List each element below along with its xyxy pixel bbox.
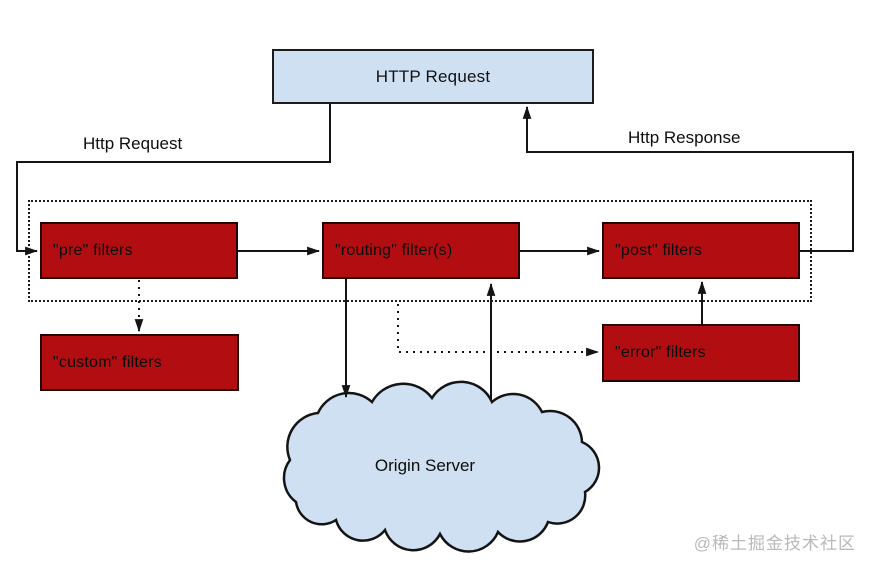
filter-chain-boundary [28, 200, 812, 302]
origin-server-label: Origin Server [374, 456, 476, 475]
http-request-box-label: HTTP Request [375, 66, 491, 86]
routing-filters-label: "routing" filter(s) [335, 241, 453, 259]
watermark-text: @稀土掘金技术社区 [693, 534, 856, 553]
routing-filters-box: "routing" filter(s) [322, 222, 520, 279]
connector-http-response [522, 105, 854, 252]
custom-filters-label: "custom" filters [53, 353, 162, 371]
custom-filters-box: "custom" filters [40, 334, 239, 391]
error-filters-label: "error" filters [615, 344, 706, 361]
connector-http-request [16, 104, 331, 256]
http-request-box: HTTP Request [272, 49, 594, 104]
post-filters-box: "post" filters [602, 222, 800, 279]
pre-filters-label: "pre" filters [53, 241, 133, 259]
origin-server-cloud [282, 380, 601, 553]
http-response-edge-label: Http Response [628, 128, 741, 147]
http-request-edge-label: Http Request [83, 134, 183, 153]
error-filters-box: "error" filters [602, 324, 800, 382]
pre-filters-box: "pre" filters [40, 222, 238, 279]
connector-to-error-dotted [397, 304, 600, 357]
post-filters-label: "post" filters [615, 241, 703, 259]
